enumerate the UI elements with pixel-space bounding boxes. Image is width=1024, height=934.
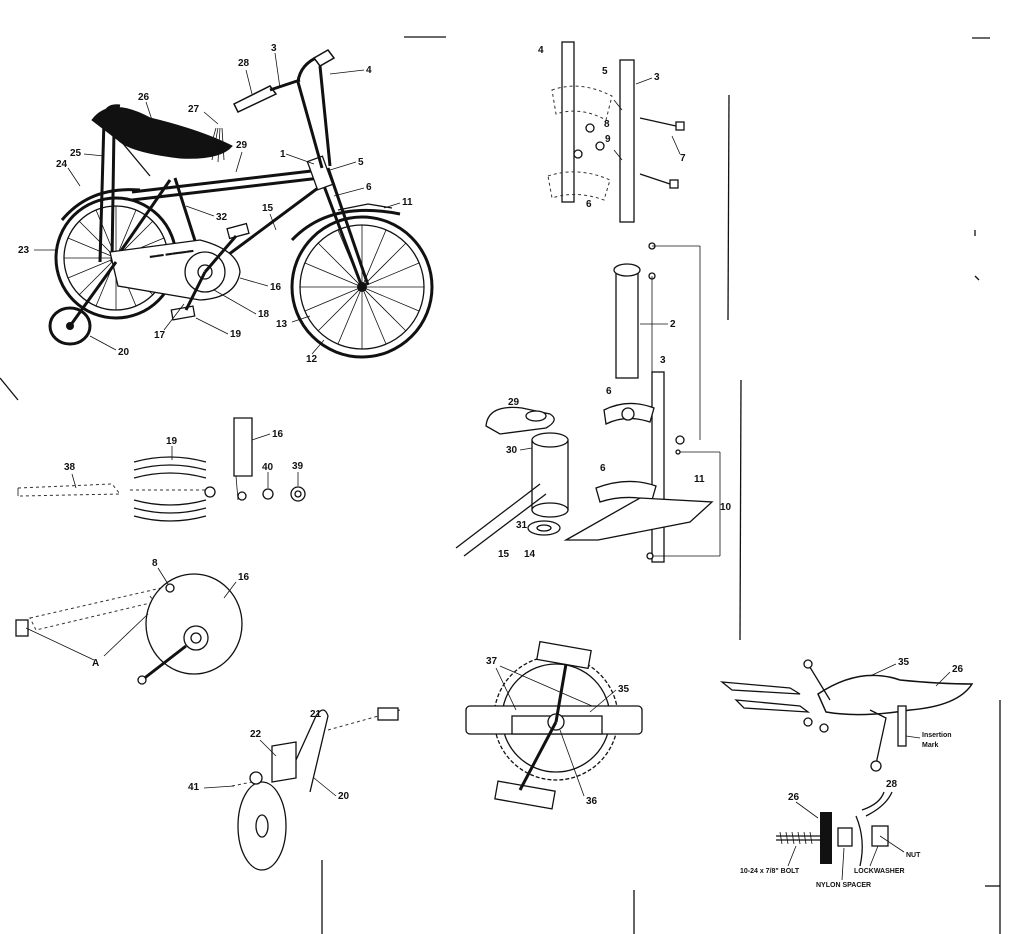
axle-hub-detail [17, 417, 306, 522]
callout-4: 4 [366, 65, 372, 76]
callout-14: 14 [524, 549, 536, 560]
callout-15: 15 [262, 203, 274, 214]
callout-41: 41 [188, 782, 200, 793]
training-wheel-callouts: 21 22 41 20 [188, 709, 350, 802]
callout-20b: 20 [338, 791, 350, 802]
callout-2: 2 [670, 319, 676, 330]
training-wheel [48, 261, 118, 346]
callout-28: 28 [238, 58, 250, 69]
callout-28b: 28 [886, 779, 898, 790]
bolt-label: 10-24 x 7/8" BOLT [740, 868, 800, 875]
callout-12: 12 [306, 354, 318, 365]
callout-19b: 19 [166, 436, 178, 447]
callout-17: 17 [154, 330, 166, 341]
callout-3: 3 [271, 43, 277, 54]
axle-callouts: 38 19 16 40 39 [64, 429, 304, 489]
callout-10: 10 [720, 502, 732, 513]
callout-16b: 16 [272, 429, 284, 440]
fork-callouts: 2 3 6 29 30 6 11 10 31 14 15 [498, 319, 732, 560]
callout-19: 19 [230, 329, 242, 340]
callout-6c: 6 [606, 386, 612, 397]
callout-21: 21 [310, 709, 322, 720]
nylon-spacer-label: NYLON SPACER [816, 882, 871, 889]
bicycle-callouts: 3 4 28 26 27 29 1 5 6 11 25 24 15 32 23 … [18, 43, 413, 365]
callout-4b: 4 [538, 45, 544, 56]
callout-26b: 26 [952, 664, 964, 675]
callout-27: 27 [188, 104, 200, 115]
callout-35b: 35 [898, 657, 910, 668]
callout-25: 25 [70, 148, 82, 159]
scan-artifacts [0, 36, 1001, 934]
seat-callouts: 35 26 Insertion Mark [869, 657, 964, 749]
callout-6d: 6 [600, 463, 606, 474]
nut-label: NUT [906, 852, 921, 859]
callout-20: 20 [118, 347, 130, 358]
callout-5: 5 [358, 157, 364, 168]
callout-39: 39 [292, 461, 304, 472]
banana-seat [91, 107, 233, 159]
callout-31: 31 [516, 520, 528, 531]
callout-5b: 5 [602, 66, 608, 77]
callout-15b: 15 [498, 549, 510, 560]
callout-24: 24 [56, 159, 68, 170]
callout-36: 36 [586, 796, 598, 807]
callout-16: 16 [270, 282, 282, 293]
callout-35: 35 [618, 684, 630, 695]
callout-32: 32 [216, 212, 228, 223]
callout-A: A [92, 658, 99, 669]
callout-37: 37 [486, 656, 498, 667]
callout-16c: 16 [238, 572, 250, 583]
callout-8a: 8 [604, 119, 610, 130]
crank-callouts: 37 35 36 [486, 656, 630, 807]
insertion-label-2: Mark [922, 742, 938, 749]
callout-29: 29 [236, 140, 248, 151]
seat-mount-detail [719, 659, 974, 772]
insertion-label-1: Insertion [922, 732, 952, 739]
training-wheel-assembly [231, 707, 401, 871]
handlebar-streamers [207, 127, 225, 163]
callout-40: 40 [262, 462, 274, 473]
callout-7: 7 [680, 153, 686, 164]
callout-29b: 29 [508, 397, 520, 408]
callout-8b: 8 [152, 558, 158, 569]
callout-6: 6 [366, 182, 372, 193]
chainguard-mount-detail [15, 573, 243, 685]
callout-22: 22 [250, 729, 262, 740]
bolt-hardware-detail [776, 791, 905, 867]
chain-guard-disc [145, 573, 243, 675]
callout-30: 30 [506, 445, 518, 456]
handlebar-clamp-detail [547, 41, 685, 223]
callout-3b: 3 [654, 72, 660, 83]
callout-26c: 26 [788, 792, 800, 803]
chainguard-callouts: 8 16 A [92, 558, 250, 669]
callout-6b: 6 [586, 199, 592, 210]
callout-11b: 11 [694, 474, 705, 485]
crank-sprocket-detail [465, 640, 643, 810]
bolt-callouts: 26 28 NUT LOCKWASHER 10-24 x 7/8" BOLT N… [740, 779, 921, 889]
callout-23: 23 [18, 245, 30, 256]
callout-13: 13 [276, 319, 288, 330]
clamp-callouts: 4 5 3 8 9 7 6 [538, 45, 686, 210]
bicycle-assembly: ▬▬ ▬▬▬▬ [48, 49, 434, 359]
callout-1: 1 [280, 149, 286, 160]
callout-38: 38 [64, 462, 76, 473]
fork-stem-detail [455, 242, 721, 563]
callout-11: 11 [402, 197, 413, 208]
spring-clip [130, 456, 210, 522]
callout-3c: 3 [660, 355, 666, 366]
lockwasher-label: LOCKWASHER [854, 868, 905, 875]
callout-18: 18 [258, 309, 270, 320]
callout-9a: 9 [605, 134, 611, 145]
callout-26: 26 [138, 92, 150, 103]
